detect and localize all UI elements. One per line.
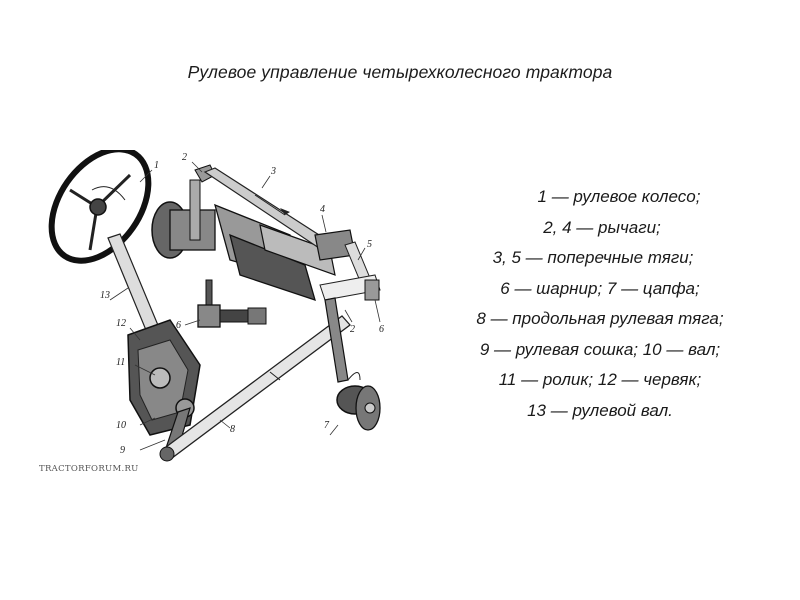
svg-text:1: 1 (154, 160, 159, 171)
svg-text:11: 11 (116, 357, 125, 368)
drag-link (159, 315, 351, 462)
steering-wheel (48, 146, 152, 264)
legend-item: 9 — рулевая сошка; 10 — вал; (479, 339, 721, 359)
legend-item: 2, 4 — рычаги; (543, 217, 661, 237)
svg-text:8: 8 (230, 424, 235, 435)
lever-4 (314, 229, 381, 301)
svg-text:2: 2 (350, 324, 355, 335)
svg-text:12: 12 (116, 318, 126, 329)
svg-text:13: 13 (100, 290, 110, 301)
svg-text:3: 3 (270, 166, 276, 177)
ball-joint (197, 279, 267, 328)
steering-system-diagram: 1 2 3 4 5 6 2 6 7 8 9 10 11 12 (30, 146, 430, 490)
svg-text:6: 6 (176, 320, 181, 331)
legend-item: 3, 5 — поперечные тяги; (492, 248, 694, 267)
svg-text:10: 10 (116, 420, 126, 431)
legend-item: 6 — шарнир; 7 — цапфа; (500, 278, 700, 298)
slide-title: Рулевое управление четырехколесного трак… (187, 62, 613, 82)
watermark: TRACTORFORUM.RU (39, 464, 139, 474)
cross-rod-3 (189, 164, 331, 251)
callouts: 1 2 3 4 5 6 2 6 7 8 9 10 11 12 (100, 152, 384, 456)
front-housing (151, 201, 336, 302)
svg-text:7: 7 (324, 420, 330, 431)
svg-text:4: 4 (320, 204, 325, 215)
svg-text:9: 9 (120, 445, 125, 456)
legend-item: 13 — рулевой вал. (527, 400, 673, 420)
svg-text:6: 6 (379, 324, 384, 335)
legend-item: 1 — рулевое колесо; (537, 187, 701, 206)
steering-knuckle (324, 297, 381, 431)
steering-gearbox (127, 319, 201, 436)
svg-text:5: 5 (367, 239, 372, 250)
parts-legend: 1 — рулевое колесо; 2, 4 — рычаги; 3, 5 … (430, 182, 770, 426)
legend-item: 8 — продольная рулевая тяга; (476, 309, 724, 328)
legend-item: 11 — ролик; 12 — червяк; (498, 370, 702, 389)
svg-text:2: 2 (182, 152, 187, 163)
